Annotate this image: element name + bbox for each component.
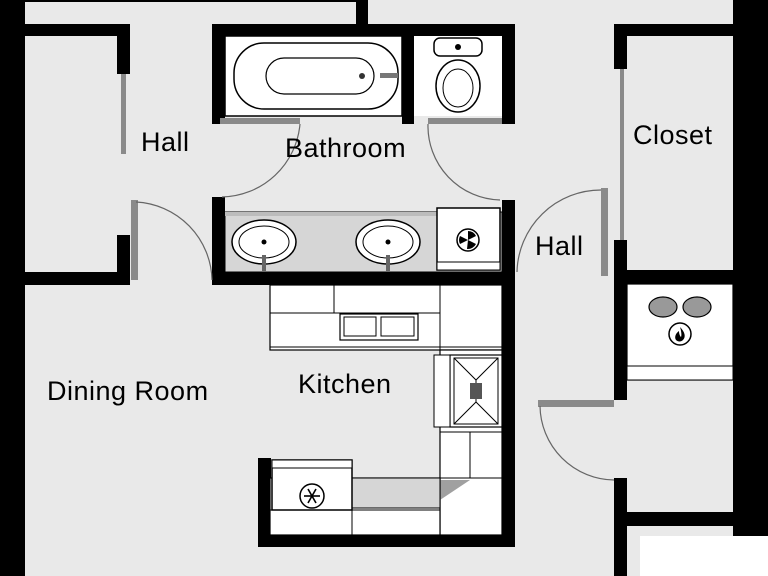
wall-kitchen-right: [502, 272, 515, 547]
flame-icon: [668, 322, 692, 346]
door-jamb: [131, 200, 138, 280]
wall-top-left: [25, 0, 360, 2]
room-label-hall-left: Hall: [141, 127, 190, 157]
wall-vanity-bottom: [212, 272, 515, 285]
door-jamb: [428, 118, 502, 124]
wall-lower-right-left: [614, 478, 627, 576]
wall-vanity-left: [212, 197, 225, 285]
wall-left-outer: [0, 0, 25, 576]
room-label-closet: Closet: [633, 120, 713, 150]
room-label-bathroom: Bathroom: [285, 133, 407, 163]
wall-closet-top: [614, 24, 768, 36]
door-jamb: [220, 118, 300, 124]
snowflake-icon: [299, 483, 325, 509]
door-jambs: [121, 69, 624, 407]
door-swing-arc: [427, 123, 501, 201]
wall-lower-right-bottom: [614, 512, 768, 526]
sink-left: [231, 219, 297, 271]
kitchen-sink: [339, 313, 419, 341]
door-swing-arc: [539, 405, 615, 481]
door-jamb: [538, 400, 614, 407]
wall-hall-top: [25, 24, 130, 36]
wall-bath-left: [212, 24, 225, 124]
wall-bath-top: [212, 24, 515, 36]
toilet: [414, 36, 502, 116]
door-jamb: [620, 69, 624, 240]
wall-kitchen-left-stub: [258, 458, 271, 547]
bathtub: [224, 35, 403, 117]
room-label-hall-right: Hall: [535, 231, 584, 261]
door-swing-arc: [135, 201, 213, 281]
wall-closet-left-lower: [614, 240, 627, 400]
wall-closet-bottom: [614, 270, 768, 284]
wall-hall-bottom: [25, 272, 130, 285]
wall-closet-left-upper: [614, 24, 627, 69]
wall-kitchen-bottom: [258, 535, 515, 547]
door-swing-arc: [516, 189, 602, 273]
wall-toilet-right: [502, 24, 515, 124]
door-jamb: [121, 74, 126, 154]
kitchen-counter-right: [433, 349, 503, 536]
wall-tub-right: [402, 24, 414, 124]
wall-vanity-right: [502, 200, 515, 285]
wall-top-stub: [356, 0, 368, 24]
door-jamb: [601, 188, 608, 276]
room-label-kitchen: Kitchen: [298, 369, 392, 399]
wall-hall-right-upper: [117, 24, 130, 74]
wall-right-outer: [733, 0, 768, 536]
room-label-dining-room: Dining Room: [47, 376, 209, 406]
sink-right: [355, 219, 421, 271]
door-swings: [135, 123, 615, 481]
fan-icon: [456, 228, 480, 252]
outside-area-corner: [640, 536, 768, 576]
door-swing-arc: [221, 123, 301, 198]
